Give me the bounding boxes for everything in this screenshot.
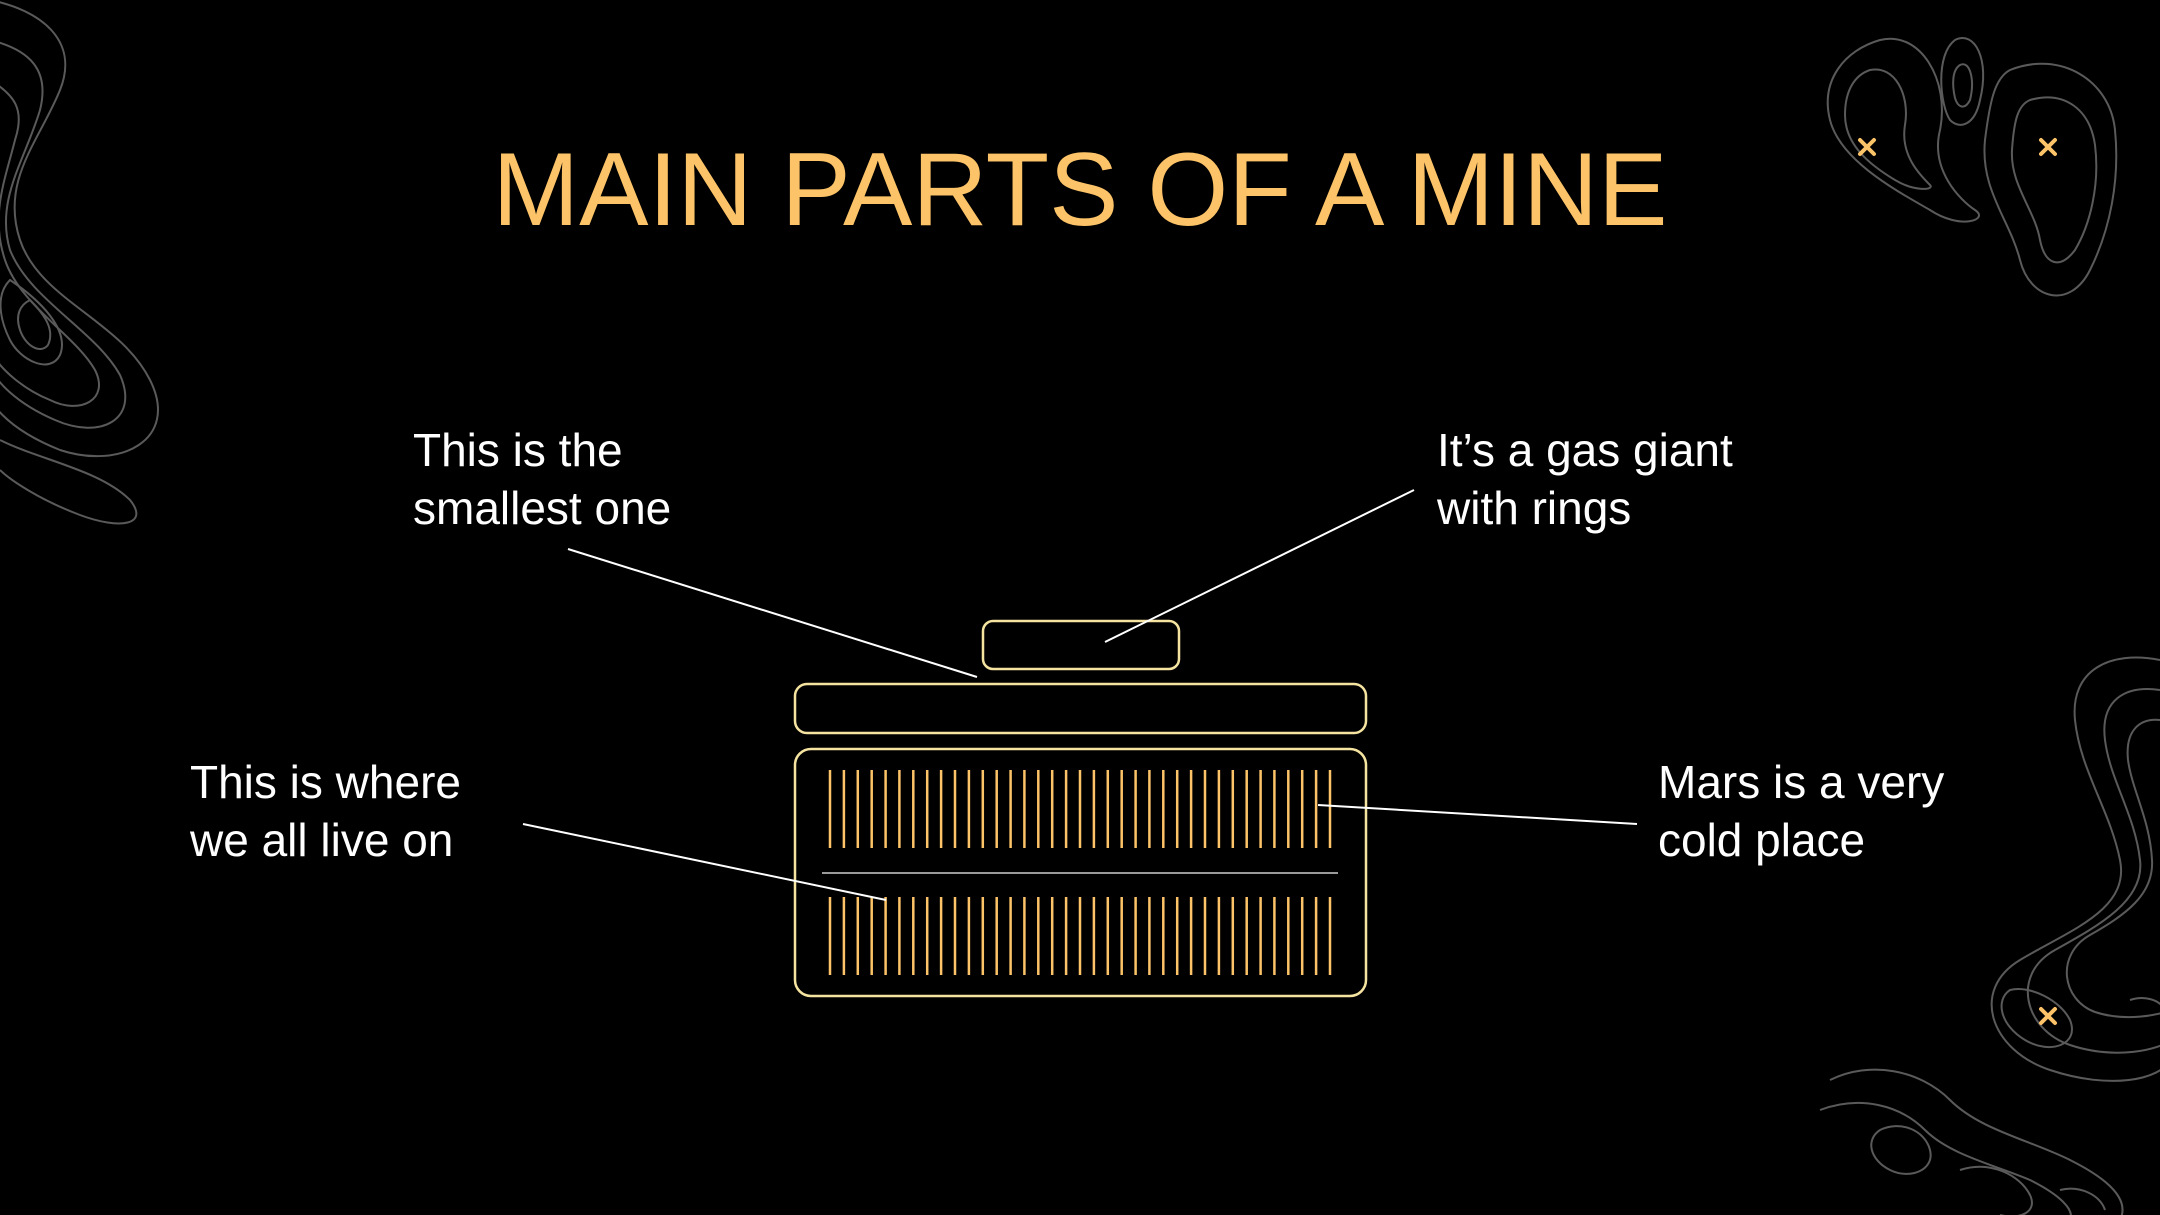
leader-line-top-left bbox=[567, 548, 978, 678]
mine-lower-shafts bbox=[828, 897, 1332, 975]
callout-line: with rings bbox=[1437, 482, 1632, 534]
contour-line bbox=[1826, 37, 1980, 223]
contour-line bbox=[2065, 718, 2160, 1019]
callout-line: smallest one bbox=[413, 482, 672, 534]
contour-line bbox=[0, 278, 63, 366]
callout-line: cold place bbox=[1658, 814, 1866, 866]
contour-line bbox=[2059, 1187, 2106, 1211]
contour-line bbox=[1952, 63, 1973, 108]
leader-line-bottom-left bbox=[522, 823, 887, 901]
mine-top-block bbox=[981, 619, 1181, 671]
callout-line: we all live on bbox=[190, 814, 454, 866]
callout-line: Mars is a very bbox=[1658, 756, 1945, 808]
contour-line bbox=[1990, 656, 2160, 1082]
mine-middle-bar bbox=[793, 682, 1368, 735]
mine-body bbox=[793, 747, 1368, 998]
callout-top-left: This is the smallest one bbox=[413, 421, 671, 537]
callout-line: It’s a gas giant bbox=[1437, 424, 1733, 476]
leader-line-bottom-right bbox=[1317, 804, 1638, 825]
contour-line bbox=[2010, 96, 2098, 264]
contour-line bbox=[0, 41, 127, 429]
contour-line bbox=[0, 85, 100, 407]
contour-line bbox=[1819, 1102, 2072, 1215]
cross-marker-icon bbox=[1858, 138, 2057, 1025]
contour-line bbox=[1940, 37, 1985, 126]
mine-upper-shafts bbox=[828, 770, 1332, 848]
contour-line bbox=[1829, 1068, 2124, 1215]
callout-top-right: It’s a gas giant with rings bbox=[1437, 421, 1733, 537]
callout-line: This is where bbox=[190, 756, 461, 808]
contour-line bbox=[0, 1, 159, 458]
callout-bottom-left: This is where we all live on bbox=[190, 753, 461, 869]
callout-bottom-right: Mars is a very cold place bbox=[1658, 753, 1944, 869]
contour-line bbox=[1983, 62, 2118, 297]
contour-line bbox=[2026, 688, 2160, 1054]
contour-line bbox=[1843, 68, 1932, 190]
leader-line-top-right bbox=[1104, 489, 1415, 643]
contour-line bbox=[2129, 997, 2160, 1006]
contour-line bbox=[1959, 1165, 2033, 1215]
contour-line bbox=[1870, 1125, 1932, 1175]
page-title: MAIN PARTS OF A MINE bbox=[492, 132, 1668, 248]
contour-line bbox=[0, 439, 138, 525]
callout-line: This is the bbox=[413, 424, 623, 476]
contour-line bbox=[17, 298, 52, 350]
contour-line bbox=[2000, 988, 2073, 1049]
